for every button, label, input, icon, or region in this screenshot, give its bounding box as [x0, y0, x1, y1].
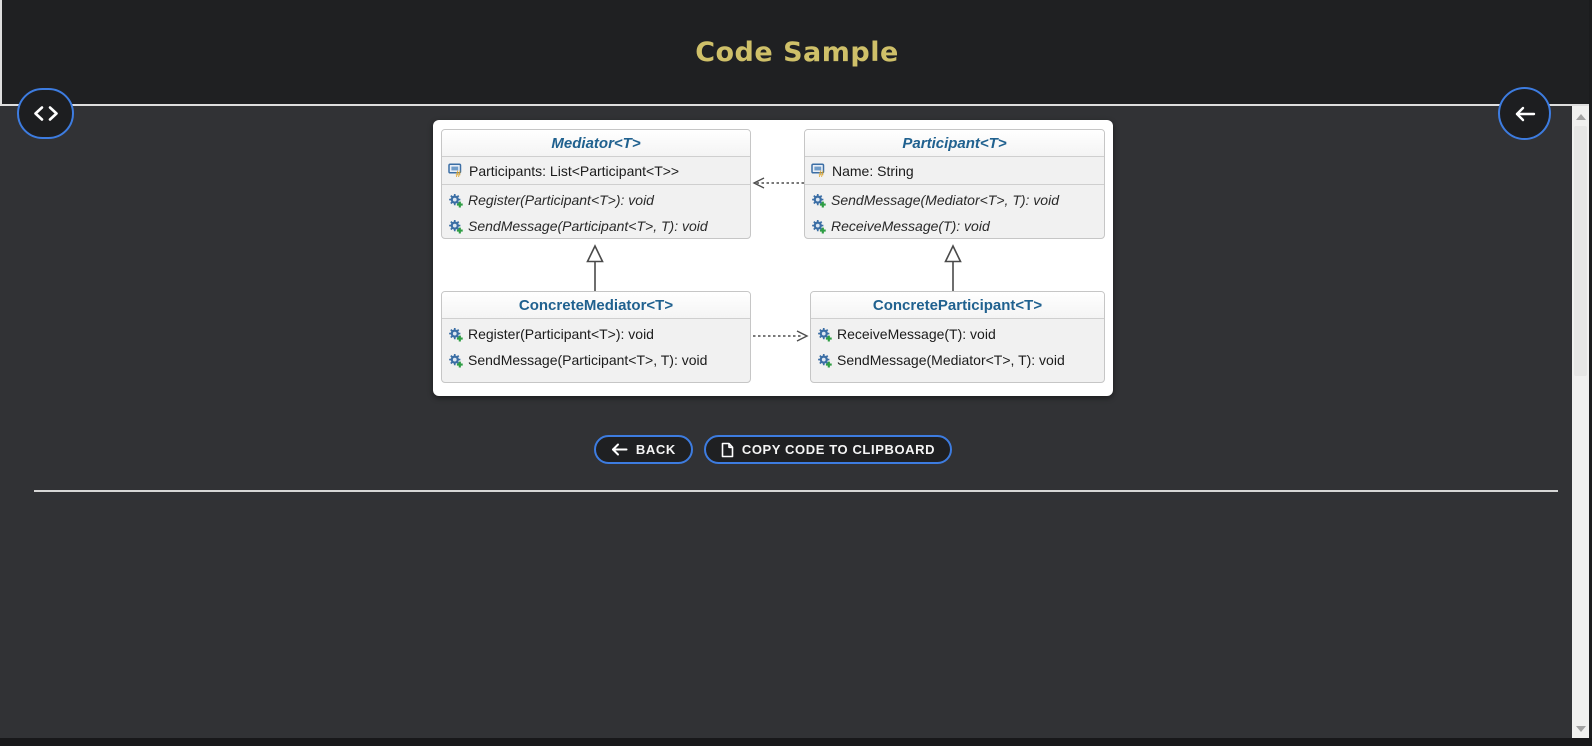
method-icon: [811, 219, 826, 234]
copy-code-button-label: COPY CODE TO CLIPBOARD: [741, 442, 936, 457]
scrollbar-thumb[interactable]: [1574, 126, 1587, 376]
inheritance-arrow: [586, 244, 604, 291]
uml-class-title: ConcreteParticipant<T>: [811, 292, 1104, 319]
svg-text:#: #: [819, 169, 825, 178]
inheritance-arrow: [944, 244, 962, 291]
uml-field-text: Participants: List<Participant<T>>: [469, 162, 680, 179]
uml-diagram-panel: Mediator<T> # Participants: List<Partici…: [433, 120, 1113, 396]
uml-method-row: SendMessage(Participant<T>, T): void: [442, 347, 750, 373]
method-icon: [448, 353, 463, 368]
arrow-left-icon: [1514, 106, 1536, 122]
method-icon: [817, 327, 832, 342]
method-icon: [448, 219, 463, 234]
code-chevrons-icon: [32, 105, 60, 122]
scrollbar-down-arrow[interactable]: [1572, 720, 1589, 737]
uml-method-text: SendMessage(Mediator<T>, T): void: [837, 352, 1065, 368]
method-icon: [448, 327, 463, 342]
uml-method-text: SendMessage(Participant<T>, T): void: [468, 218, 708, 234]
uml-method-row: SendMessage(Participant<T>, T): void: [442, 213, 750, 238]
section-divider: [34, 490, 1558, 492]
uml-method-text: ReceiveMessage(T): void: [837, 326, 996, 342]
code-view-button[interactable]: [17, 88, 74, 139]
uml-method-row: SendMessage(Mediator<T>, T): void: [805, 187, 1104, 213]
uml-method-text: SendMessage(Mediator<T>, T): void: [831, 192, 1059, 208]
uml-field-row: # Name: String: [805, 157, 1104, 184]
uml-class-title: Mediator<T>: [442, 130, 750, 157]
back-button-label: BACK: [635, 442, 676, 457]
uml-class-title: ConcreteMediator<T>: [442, 292, 750, 319]
method-icon: [448, 193, 463, 208]
uml-class-title: Participant<T>: [805, 130, 1104, 157]
uml-class-concrete-mediator: ConcreteMediator<T> Register(Participant…: [441, 291, 751, 383]
dashed-association-arrow: [752, 177, 804, 189]
svg-text:#: #: [456, 169, 462, 178]
uml-field-row: # Participants: List<Participant<T>>: [442, 157, 750, 184]
back-button[interactable]: BACK: [593, 435, 693, 464]
uml-method-row: Register(Participant<T>): void: [442, 321, 750, 347]
uml-method-text: Register(Participant<T>): void: [468, 326, 654, 342]
scrollbar-up-arrow[interactable]: [1572, 108, 1589, 125]
uml-method-row: ReceiveMessage(T): void: [811, 321, 1104, 347]
field-icon: #: [448, 163, 464, 178]
uml-class-mediator: Mediator<T> # Participants: List<Partici…: [441, 129, 751, 239]
back-arrow-icon: [611, 443, 628, 456]
uml-class-participant: Participant<T> # Name: String: [804, 129, 1105, 239]
action-bar: BACK COPY CODE TO CLIPBOARD: [0, 435, 1546, 464]
uml-method-text: SendMessage(Participant<T>, T): void: [468, 352, 708, 368]
header-inner: Code Sample: [24, 37, 1570, 68]
return-button[interactable]: [1498, 87, 1551, 140]
method-icon: [811, 193, 826, 208]
uml-method-row: SendMessage(Mediator<T>, T): void: [811, 347, 1104, 373]
window-bottom-strip: [0, 738, 1592, 746]
uml-method-text: ReceiveMessage(T): void: [831, 218, 990, 234]
page-title: Code Sample: [695, 36, 899, 68]
copy-code-button[interactable]: COPY CODE TO CLIPBOARD: [703, 435, 953, 464]
method-icon: [817, 353, 832, 368]
copy-file-icon: [721, 442, 734, 458]
uml-field-text: Name: String: [832, 162, 914, 179]
page-header: Code Sample: [0, 0, 1592, 106]
window-right-edge: [1589, 0, 1592, 746]
uml-method-row: Register(Participant<T>): void: [442, 187, 750, 213]
field-icon: #: [811, 163, 827, 178]
vertical-scrollbar[interactable]: [1572, 106, 1589, 739]
uml-class-concrete-participant: ConcreteParticipant<T> ReceiveMessage(T)…: [810, 291, 1105, 383]
uml-method-text: Register(Participant<T>): void: [468, 192, 654, 208]
uml-method-row: ReceiveMessage(T): void: [805, 213, 1104, 238]
dashed-association-arrow: [753, 330, 809, 342]
